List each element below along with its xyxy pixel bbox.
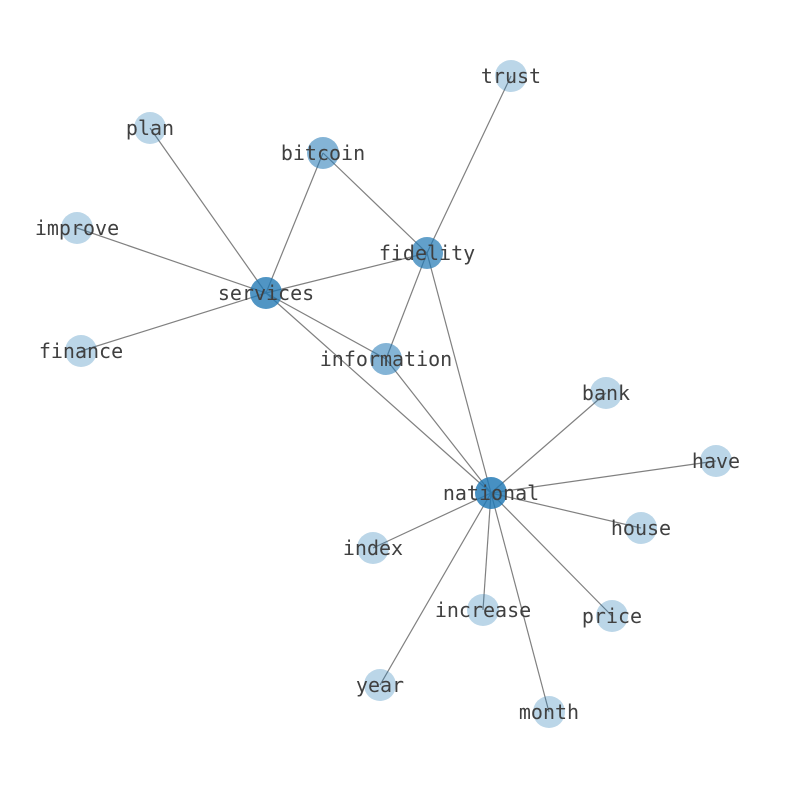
node-label-plan: plan: [126, 116, 174, 140]
node-label-bitcoin: bitcoin: [281, 141, 365, 165]
node-label-year: year: [356, 673, 404, 697]
edge-layer: [76, 75, 717, 713]
node-label-information: information: [320, 347, 452, 371]
node-month: [533, 696, 565, 728]
node-plan: [134, 112, 166, 144]
node-services: [250, 277, 282, 309]
edge-services-bitcoin: [265, 152, 324, 294]
node-price: [596, 600, 628, 632]
node-information: [370, 343, 402, 375]
edge-national-increase: [482, 492, 492, 611]
node-have: [700, 445, 732, 477]
node-label-house: house: [611, 516, 671, 540]
node-index: [357, 532, 389, 564]
node-year: [364, 669, 396, 701]
node-bank: [590, 377, 622, 409]
edge-services-fidelity: [265, 252, 428, 294]
edge-national-month: [490, 492, 550, 713]
node-label-month: month: [519, 700, 579, 724]
node-label-trust: trust: [481, 64, 541, 88]
edge-national-price: [490, 492, 613, 617]
edge-national-index: [372, 492, 492, 549]
node-label-price: price: [582, 604, 642, 628]
edge-services-national: [265, 292, 492, 494]
node-house: [625, 512, 657, 544]
node-fidelity: [411, 237, 443, 269]
node-label-national: national: [443, 481, 539, 505]
node-finance: [65, 335, 97, 367]
edge-fidelity-national: [426, 252, 492, 494]
node-improve: [61, 212, 93, 244]
label-layer: trust plan bitcoin improve fidelity services f…: [35, 64, 740, 724]
node-label-index: index: [343, 536, 403, 560]
edge-fidelity-trust: [426, 75, 512, 254]
node-label-increase: increase: [435, 598, 531, 622]
node-label-services: services: [218, 281, 314, 305]
node-label-improve: improve: [35, 216, 119, 240]
node-national: [475, 477, 507, 509]
node-label-finance: finance: [39, 339, 123, 363]
node-increase: [467, 594, 499, 626]
edge-services-finance: [80, 292, 267, 352]
edge-national-year: [379, 492, 492, 686]
node-bitcoin: [307, 137, 339, 169]
edge-fidelity-information: [385, 252, 428, 360]
edge-national-bank: [490, 392, 607, 494]
edge-services-information: [265, 292, 387, 360]
node-label-bank: bank: [582, 381, 630, 405]
edge-information-national: [385, 358, 492, 494]
edge-national-have: [490, 460, 717, 494]
edge-national-house: [490, 492, 642, 529]
node-label-have: have: [692, 449, 740, 473]
edge-services-improve: [76, 227, 267, 294]
edge-services-plan: [149, 127, 267, 294]
node-layer: [61, 60, 732, 728]
node-trust: [495, 60, 527, 92]
node-label-fidelity: fidelity: [379, 241, 475, 265]
edge-bitcoin-fidelity: [322, 152, 428, 254]
